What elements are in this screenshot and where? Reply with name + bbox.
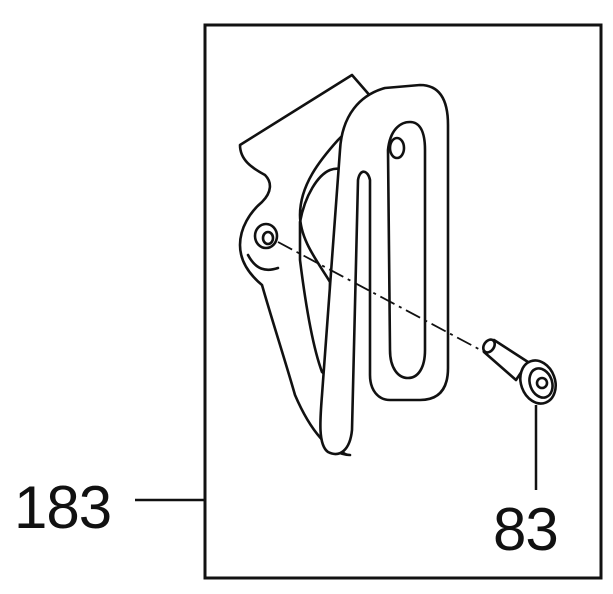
callout-label-83: 83 [493,496,559,563]
screw-shank-end [481,338,497,354]
hook-upper-hole [388,136,406,160]
screw-head-rim [528,367,554,399]
screw-hex-socket-icon [535,376,549,390]
hook-loop-outer [319,83,450,456]
callout-label-183: 183 [14,474,112,541]
assembly-axis-line [277,241,491,356]
screw-part [481,338,557,405]
hook-plate-edge [246,253,280,272]
belt-hook-part [238,73,450,457]
hook-loop-slot [386,120,427,380]
assembly-frame [203,23,603,580]
mounting-hole-inner [261,230,275,246]
